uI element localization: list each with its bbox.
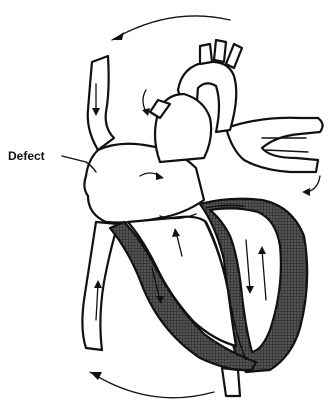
defect-label: Defect — [8, 149, 45, 163]
aortic-branch-3 — [226, 44, 242, 68]
flow-arrow-pa — [143, 90, 146, 112]
flow-arrowhead-top — [112, 32, 124, 40]
flow-arrowhead-pa — [142, 108, 150, 116]
aortic-branch-1 — [200, 44, 212, 64]
aortic-branch-2 — [214, 40, 226, 62]
flow-arrow-top-arch — [112, 16, 230, 40]
superior-vena-cava — [88, 56, 114, 150]
flow-arrowhead-pulm-vein — [302, 188, 310, 196]
left-atrium — [226, 118, 323, 172]
flow-arrowhead-bottom — [90, 372, 102, 380]
flow-arrow-bottom-arch — [90, 372, 214, 398]
descending-aorta — [222, 368, 240, 396]
